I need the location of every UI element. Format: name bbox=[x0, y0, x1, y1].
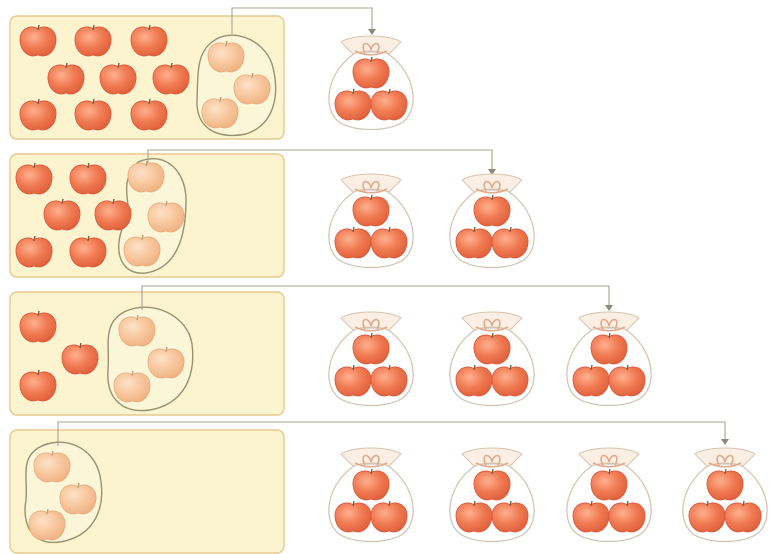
row-2-apple-2 bbox=[70, 163, 106, 194]
row-3-apple-3 bbox=[20, 370, 56, 401]
row-2-apple-3 bbox=[44, 199, 80, 230]
row-4-bag-2-apple-1 bbox=[474, 469, 510, 500]
row-3-bag-2-apple-2 bbox=[456, 365, 492, 396]
row-2-apple-4 bbox=[95, 199, 131, 230]
row-3-bag-2-apple-3 bbox=[492, 365, 528, 396]
row-4-bag-1-apple-1 bbox=[353, 469, 389, 500]
row-3-bag-3 bbox=[567, 312, 651, 406]
row-2-bag-1-apple-3 bbox=[371, 227, 407, 258]
row-3-grouped-apple-3 bbox=[114, 371, 150, 402]
row-4-bag-4 bbox=[683, 448, 767, 542]
row-2-apple-5 bbox=[16, 236, 52, 267]
row-4-grouped-apple-2 bbox=[60, 483, 96, 514]
row-3-grouped-apple-1 bbox=[119, 315, 155, 346]
row-4-bag-1-apple-3 bbox=[371, 501, 407, 532]
row-3-bag-2-apple-1 bbox=[474, 333, 510, 364]
row-2-bag-2-apple-1 bbox=[474, 195, 510, 226]
row-3-bag-2 bbox=[450, 312, 534, 406]
row-2-bag-2-apple-2 bbox=[456, 227, 492, 258]
bags-layer bbox=[329, 36, 767, 542]
row-4-bag-3-apple-1 bbox=[591, 469, 627, 500]
row-2-bag-2-apple-3 bbox=[492, 227, 528, 258]
row-4-bag-1-apple-2 bbox=[335, 501, 371, 532]
row-1-bag-1 bbox=[329, 36, 413, 130]
row-3-apple-1 bbox=[20, 311, 56, 342]
row-4-bag-4-apple-3 bbox=[725, 501, 761, 532]
row-1-apple-9 bbox=[131, 99, 167, 130]
row-2-grouped-apple-3 bbox=[124, 235, 160, 266]
row-4-grouped-apple-1 bbox=[34, 451, 70, 482]
row-3-bag-1-apple-1 bbox=[353, 333, 389, 364]
row-1-apple-8 bbox=[75, 99, 111, 130]
row-2-grouped-apple-1 bbox=[128, 161, 164, 192]
row-3-bag-3-apple-2 bbox=[573, 365, 609, 396]
row-1-apple-6 bbox=[153, 63, 189, 94]
row-4-bag-3-apple-2 bbox=[573, 501, 609, 532]
row-3-bag-1 bbox=[329, 312, 413, 406]
row-1-apple-2 bbox=[75, 25, 111, 56]
row-4-bag-4-apple-2 bbox=[689, 501, 725, 532]
row-4-bag-1 bbox=[329, 448, 413, 542]
row-1-apple-3 bbox=[131, 25, 167, 56]
row-3-bag-1-apple-2 bbox=[335, 365, 371, 396]
row-1-apple-4 bbox=[48, 63, 84, 94]
row-1-apple-5 bbox=[100, 63, 136, 94]
row-3-bag-1-apple-3 bbox=[371, 365, 407, 396]
row-2-apple-6 bbox=[70, 236, 106, 267]
row-3-apple-2 bbox=[62, 343, 98, 374]
row-2-apple-1 bbox=[16, 163, 52, 194]
row-1-grouped-apple-2 bbox=[234, 73, 270, 104]
row-1-bag-1-apple-1 bbox=[353, 57, 389, 88]
row-4-grouped-apple-3 bbox=[29, 509, 65, 540]
row-4-bag-4-apple-1 bbox=[707, 469, 743, 500]
row-4-bag-2-apple-3 bbox=[492, 501, 528, 532]
row-3-grouped-apple-2 bbox=[148, 347, 184, 378]
row-4-bag-2-apple-2 bbox=[456, 501, 492, 532]
row-3-bag-3-apple-1 bbox=[591, 333, 627, 364]
row-1-bag-1-apple-3 bbox=[371, 89, 407, 120]
row-2-bag-1-apple-2 bbox=[335, 227, 371, 258]
row-4-bag-2 bbox=[450, 448, 534, 542]
row-1-bag-1-apple-2 bbox=[335, 89, 371, 120]
row-1-arrowhead bbox=[368, 29, 376, 35]
row-1-grouped-apple-1 bbox=[208, 41, 244, 72]
row-3-arrowhead bbox=[605, 305, 613, 311]
row-4-bag-3-apple-3 bbox=[609, 501, 645, 532]
row-2-bag-1-apple-1 bbox=[353, 195, 389, 226]
row-2-bag-2 bbox=[450, 174, 534, 268]
row-4-bag-3 bbox=[567, 448, 651, 542]
row-2-grouped-apple-2 bbox=[148, 201, 184, 232]
row-3-bag-3-apple-3 bbox=[609, 365, 645, 396]
row-1-apple-1 bbox=[20, 25, 56, 56]
row-4-arrowhead bbox=[721, 439, 729, 445]
row-1-grouped-apple-3 bbox=[202, 97, 238, 128]
row-1-apple-7 bbox=[20, 99, 56, 130]
row-2-bag-1 bbox=[329, 174, 413, 268]
